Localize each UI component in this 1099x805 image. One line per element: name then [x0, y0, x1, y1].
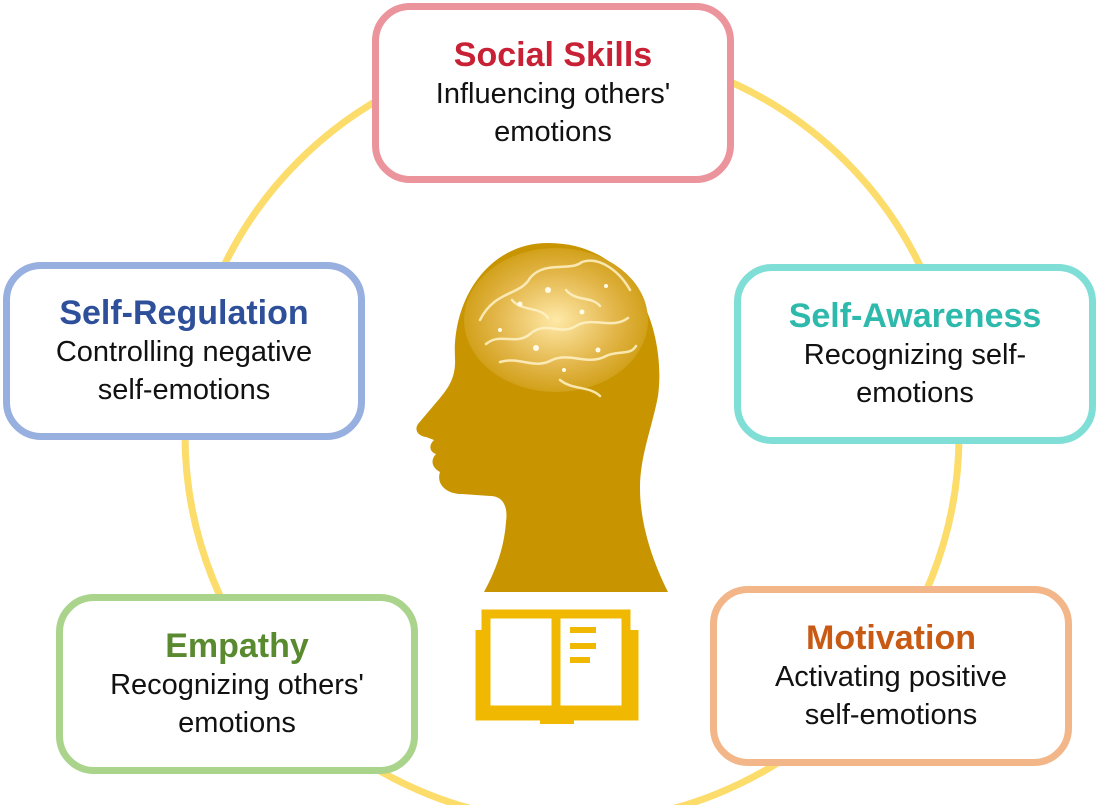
self-regulation-title: Self-Regulation [59, 294, 309, 332]
motivation-description: Activating positive self-emotions [774, 661, 1008, 731]
open-book-icon [475, 609, 639, 724]
motivation-box: Motivation Activating positive self-emot… [710, 586, 1072, 766]
social-skills-description: Influencing others' emotions [435, 78, 671, 148]
self-awareness-description: Recognizing self-emotions [803, 339, 1027, 409]
self-regulation-box: Self-Regulation Controlling negative sel… [3, 262, 365, 440]
social-skills-title: Social Skills [453, 36, 653, 74]
self-regulation-description: Controlling negative self-emotions [55, 336, 313, 406]
social-skills-box: Social Skills Influencing others' emotio… [372, 3, 734, 183]
head-brain-icon [416, 243, 668, 592]
empathy-box: Empathy Recognizing others' emotions [56, 594, 418, 774]
motivation-title: Motivation [806, 619, 976, 657]
self-awareness-box: Self-Awareness Recognizing self-emotions [734, 264, 1096, 444]
empathy-title: Empathy [165, 627, 309, 665]
empathy-description: Recognizing others' emotions [110, 669, 364, 739]
self-awareness-title: Self-Awareness [788, 297, 1042, 335]
